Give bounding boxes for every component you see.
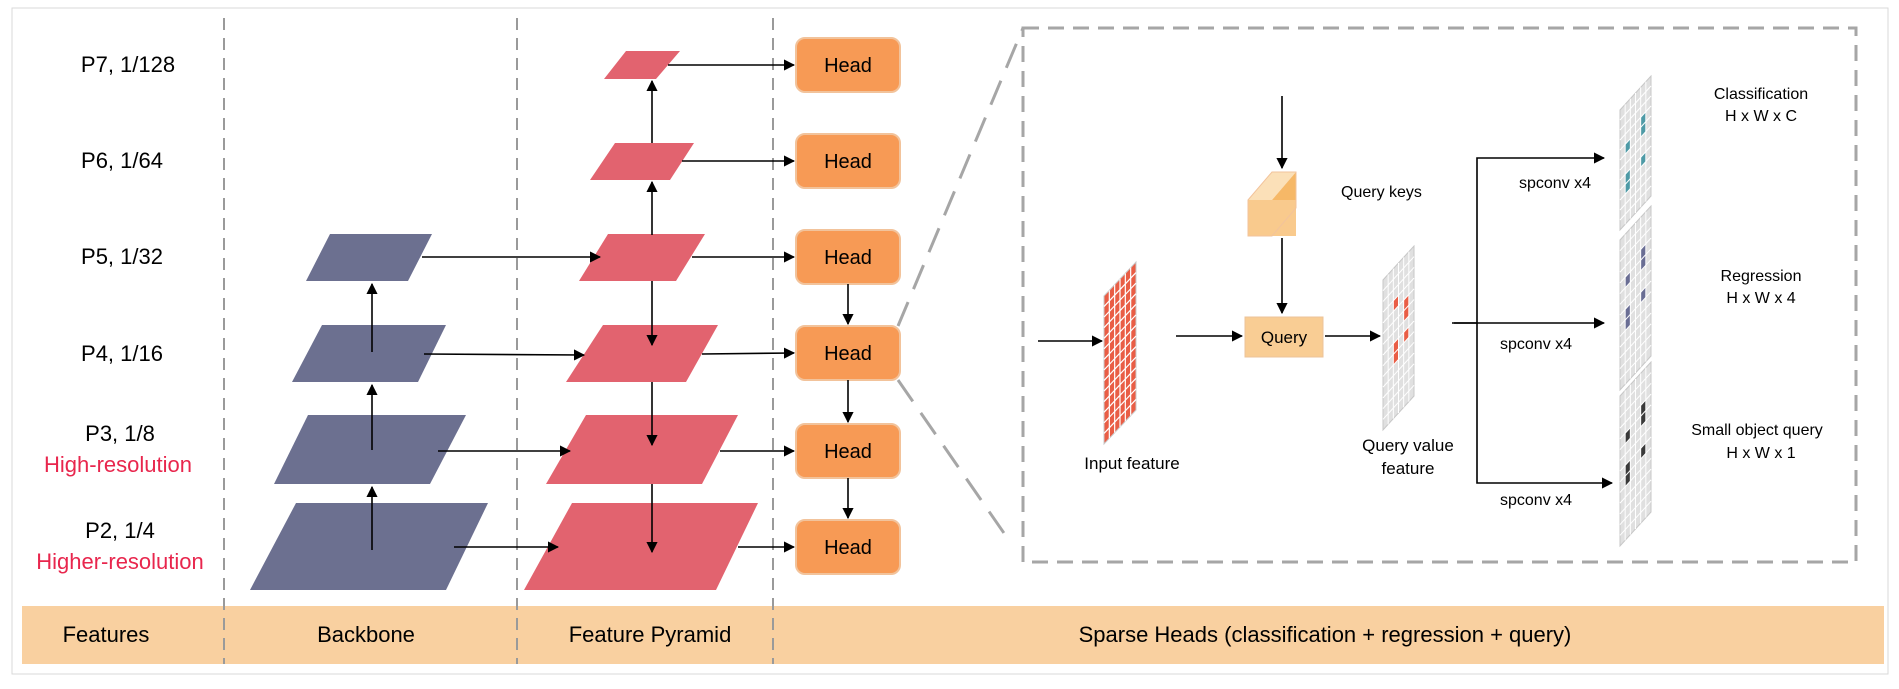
spconv-label-1: spconv x4 bbox=[1519, 175, 1591, 192]
pyramid-layer-p2 bbox=[524, 503, 758, 590]
query-keys-cube bbox=[1247, 171, 1297, 237]
output-shape-regression: H x W x 4 bbox=[1726, 290, 1795, 307]
level-note-p3: High-resolution bbox=[44, 452, 192, 477]
pyramid-layer-p4 bbox=[566, 325, 718, 382]
backbone-layer-p5 bbox=[306, 234, 432, 281]
pyramid-layer-p3 bbox=[546, 415, 738, 484]
query-box bbox=[1244, 316, 1324, 358]
footer-sparse-heads: Sparse Heads (classification + regressio… bbox=[1079, 622, 1572, 647]
head-label-p2: Head bbox=[824, 537, 872, 559]
head-label-p5: Head bbox=[824, 247, 872, 269]
footer-features: Features bbox=[63, 622, 150, 647]
spconv-label-2: spconv x4 bbox=[1500, 336, 1572, 353]
outer-frame bbox=[11, 7, 1889, 675]
backbone-layer-p4 bbox=[292, 325, 446, 382]
head-label-p7: Head bbox=[824, 55, 872, 77]
backbone-arrows bbox=[366, 251, 602, 553]
level-label-p6: P6, 1/64 bbox=[81, 148, 163, 173]
level-note-p2: Higher-resolution bbox=[36, 549, 204, 574]
head-boxes: Head Head Head Head Head Head bbox=[795, 37, 901, 575]
query-value-label-2: feature bbox=[1382, 459, 1435, 478]
pyramid-arrows bbox=[646, 59, 854, 554]
query-label: Query bbox=[1261, 328, 1308, 347]
level-label-p3: P3, 1/8 bbox=[85, 421, 155, 446]
query-keys-label: Query keys bbox=[1341, 184, 1422, 201]
output-grid-classification bbox=[1619, 74, 1652, 232]
pyramid-layers bbox=[524, 51, 758, 590]
detail-arrows bbox=[1038, 96, 1614, 489]
pyramid-layer-p6 bbox=[590, 143, 694, 180]
level-label-p2: P2, 1/4 bbox=[85, 518, 155, 543]
input-feature-grid bbox=[1103, 260, 1137, 446]
output-title-classification: Classification bbox=[1714, 86, 1808, 103]
pyramid-layer-p7 bbox=[604, 51, 680, 79]
detail-panel bbox=[1021, 26, 1858, 564]
head-box-p7 bbox=[795, 37, 901, 93]
head-box-p2 bbox=[795, 519, 901, 575]
head-label-p3: Head bbox=[824, 441, 872, 463]
query-value-label-1: Query value bbox=[1362, 436, 1454, 455]
footer-band bbox=[22, 606, 1884, 664]
query-value-grid bbox=[1382, 244, 1415, 432]
head-label-p6: Head bbox=[824, 151, 872, 173]
output-title-regression: Regression bbox=[1721, 268, 1802, 285]
backbone-layers bbox=[250, 234, 488, 590]
level-label-p7: P7, 1/128 bbox=[81, 52, 175, 77]
level-label-p5: P5, 1/32 bbox=[81, 244, 163, 269]
level-label-p4: P4, 1/16 bbox=[81, 341, 163, 366]
pyramid-layer-p5 bbox=[579, 234, 705, 281]
input-feature-label: Input feature bbox=[1084, 454, 1179, 473]
spconv-label-3: spconv x4 bbox=[1500, 492, 1572, 509]
output-shape-classification: H x W x C bbox=[1725, 108, 1797, 125]
footer-backbone: Backbone bbox=[317, 622, 415, 647]
output-grid-regression bbox=[1619, 204, 1652, 392]
backbone-layer-p2 bbox=[250, 503, 488, 590]
footer-feature-pyramid: Feature Pyramid bbox=[569, 622, 732, 647]
output-shape-small-object-query: H x W x 1 bbox=[1726, 445, 1795, 462]
output-grid-small-object-query bbox=[1619, 360, 1652, 548]
output-title-small-object-query: Small object query bbox=[1691, 422, 1823, 439]
zoom-lines bbox=[896, 27, 1025, 537]
head-box-p6 bbox=[795, 133, 901, 189]
backbone-layer-p3 bbox=[274, 415, 466, 484]
head-label-p4: Head bbox=[824, 343, 872, 365]
column-separators bbox=[223, 18, 774, 664]
